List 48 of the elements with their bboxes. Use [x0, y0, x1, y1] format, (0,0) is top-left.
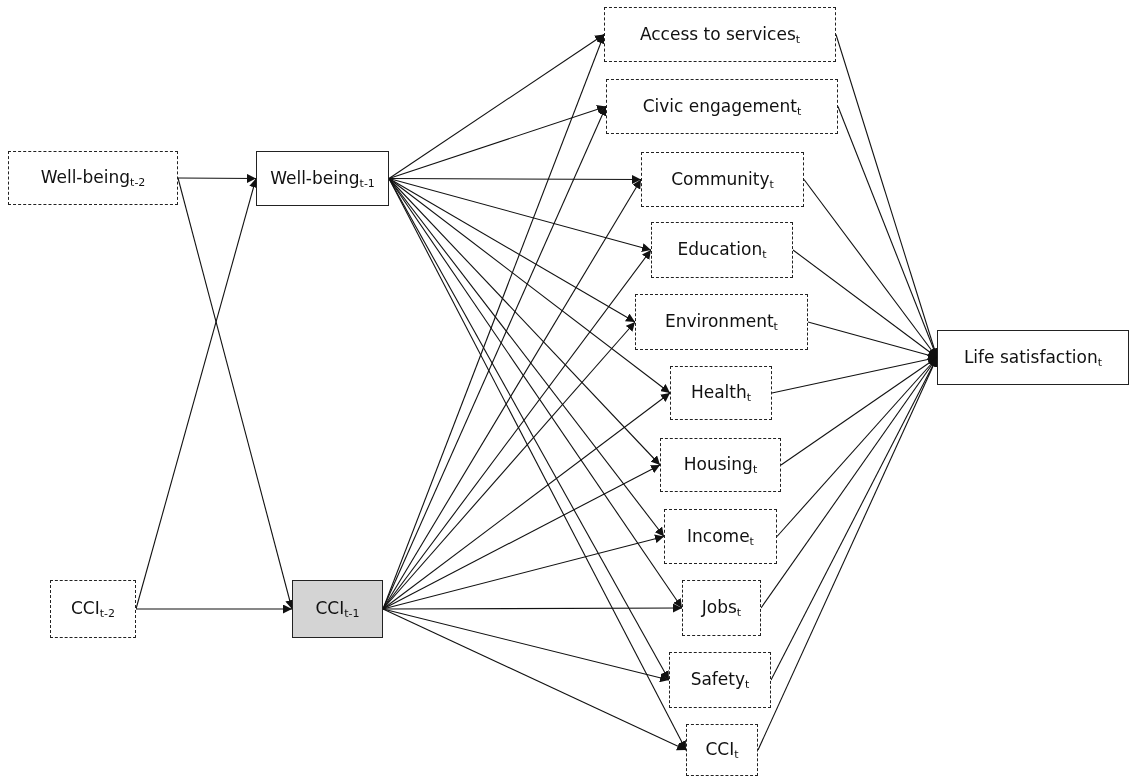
variable-label: Jobs$_{t}$: [701, 597, 742, 619]
arrow: [382, 392, 671, 610]
arrow: [382, 464, 661, 610]
variable-label: CCI$_{t-1}$: [315, 598, 360, 620]
arrow: [382, 249, 652, 610]
arrow: [135, 604, 293, 614]
arrow: [177, 173, 257, 183]
variable-box: [292, 580, 383, 638]
variable-box: [50, 580, 136, 638]
arrow: [135, 177, 258, 610]
arrow: [388, 33, 605, 180]
variable-box: [669, 652, 771, 708]
arrow: [388, 105, 607, 180]
arrow: [771, 355, 938, 394]
variable-box: [937, 330, 1129, 385]
variable-label: Civic engagement$_{t}$: [642, 95, 802, 118]
variable-label: Community$_{t}$: [671, 168, 774, 191]
variable-box: [686, 724, 758, 776]
variable-label: Health$_{t}$: [690, 382, 752, 404]
variable-label: Well-being$_{t-2}$: [40, 167, 146, 189]
variable-label: CCI$_{t}$: [705, 739, 739, 761]
variable-label: Safety$_{t}$: [690, 669, 750, 691]
variable-box: [670, 366, 772, 420]
variable-box: [641, 152, 804, 207]
arrow: [382, 321, 636, 610]
variable-box: [256, 151, 389, 206]
arrow: [382, 608, 687, 751]
arrow: [388, 174, 642, 184]
variable-box: [635, 294, 808, 350]
variable-box: [606, 79, 838, 134]
arrow: [388, 177, 652, 252]
variable-box: [651, 222, 793, 278]
variable-box: [660, 438, 781, 492]
variable-box: [682, 580, 761, 636]
variable-label: Education$_{t}$: [677, 239, 767, 261]
arrow: [388, 177, 636, 323]
variable-label: Environment$_{t}$: [665, 311, 778, 333]
arrow: [382, 608, 670, 683]
variable-label: Well-being$_{t-1}$: [270, 167, 375, 190]
variable-label: CCI$_{t-2}$: [70, 598, 115, 620]
variable-box: [8, 151, 178, 205]
variable-label: Income$_{t}$: [687, 525, 754, 548]
variable-label: Access to services$_{t}$: [639, 23, 801, 46]
variable-label: Life satisfaction$_{t}$: [963, 346, 1103, 369]
variable-box: [664, 509, 777, 564]
variable-label: Housing$_{t}$: [683, 454, 758, 476]
arrow: [382, 603, 683, 613]
variable-box: [604, 7, 836, 62]
